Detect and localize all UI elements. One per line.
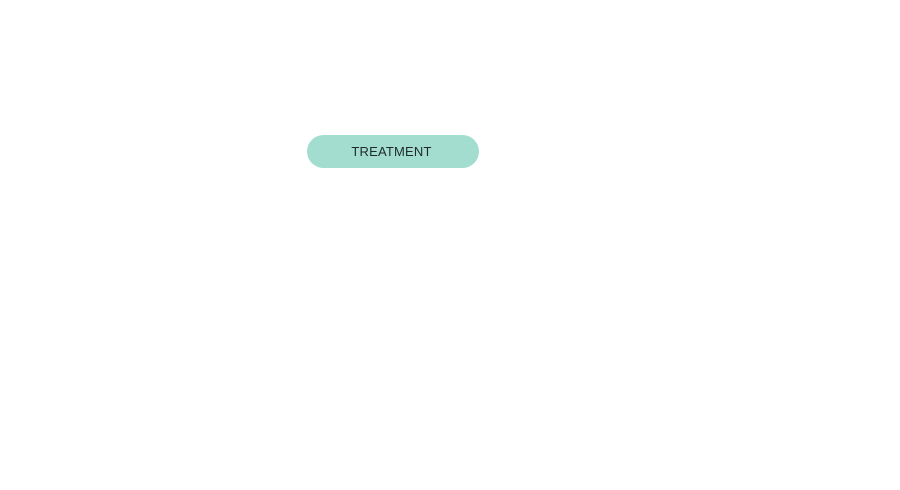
treatment-button[interactable]: TREATMENT bbox=[307, 135, 479, 168]
treatment-button-label: TREATMENT bbox=[351, 144, 432, 159]
